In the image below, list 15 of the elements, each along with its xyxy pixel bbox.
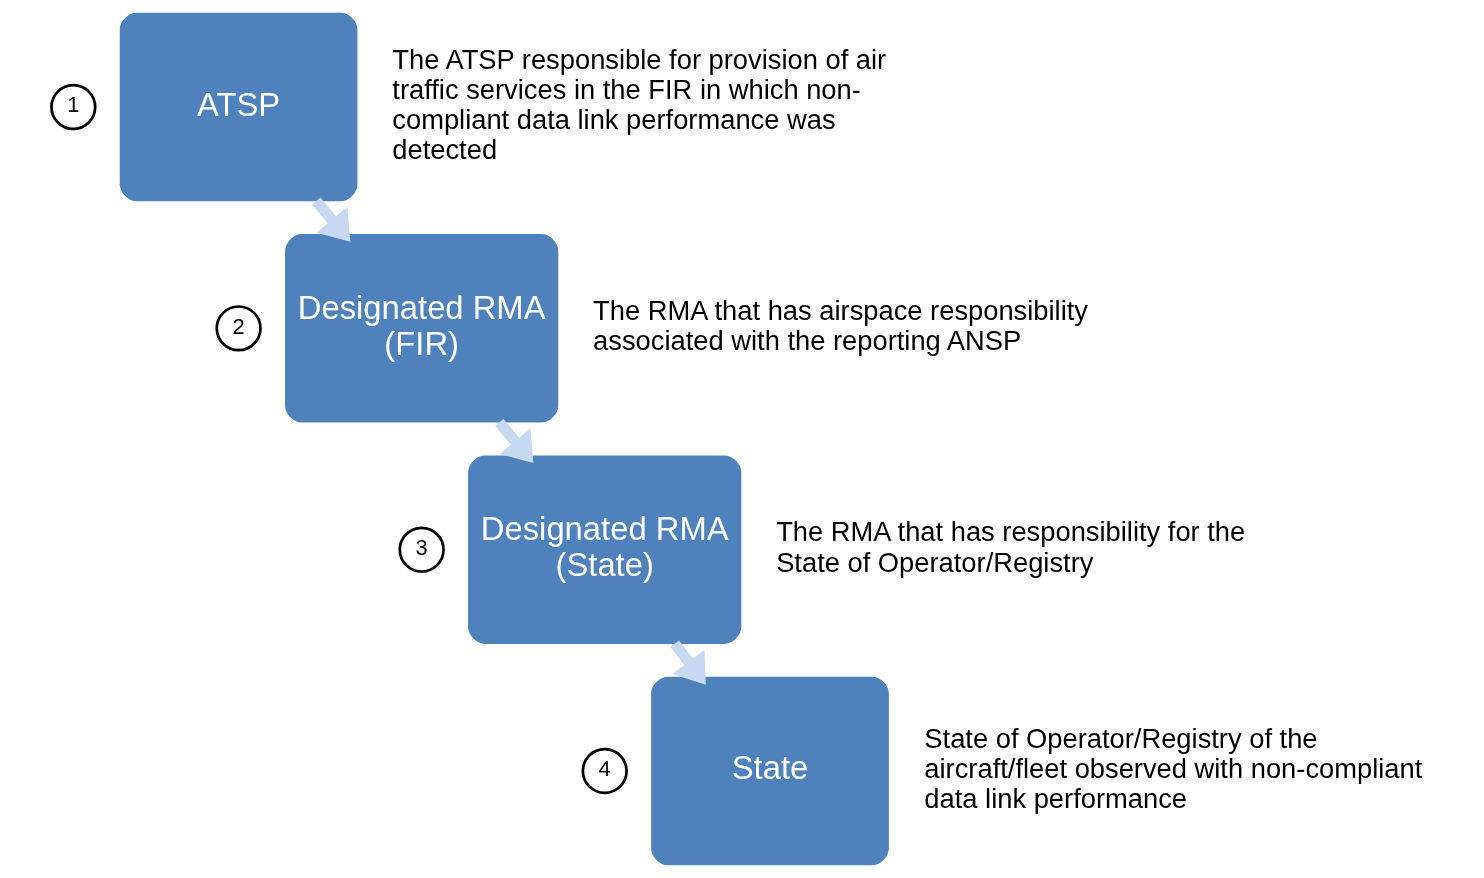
node-circle: 1 — [50, 83, 97, 131]
node-label: The RMA that has responsibility for the State of Operator/Registry — [776, 516, 1246, 578]
node-box: ATSP — [119, 12, 358, 202]
node-circle: 3 — [398, 526, 445, 573]
node-box: State — [651, 676, 889, 866]
node-box: Designated RMA (FIR) — [285, 234, 559, 423]
node-circle: 4 — [581, 747, 628, 795]
node-label: The ATSP responsible for provision of air traffic services in the FIR in which non-compliant data link performance was detected — [392, 43, 887, 165]
node-box: Designated RMA (State) — [468, 455, 742, 644]
node-circle: 2 — [215, 305, 262, 352]
arrow — [312, 197, 351, 242]
node-label: State of Operator/Registry of the aircraft/fleet observed with non-compliant data link performance — [924, 722, 1423, 814]
arrow — [670, 640, 706, 685]
arrow — [495, 418, 534, 464]
node-label: The RMA that has airspace responsibility associated with the reporting ANSP — [593, 295, 1089, 357]
